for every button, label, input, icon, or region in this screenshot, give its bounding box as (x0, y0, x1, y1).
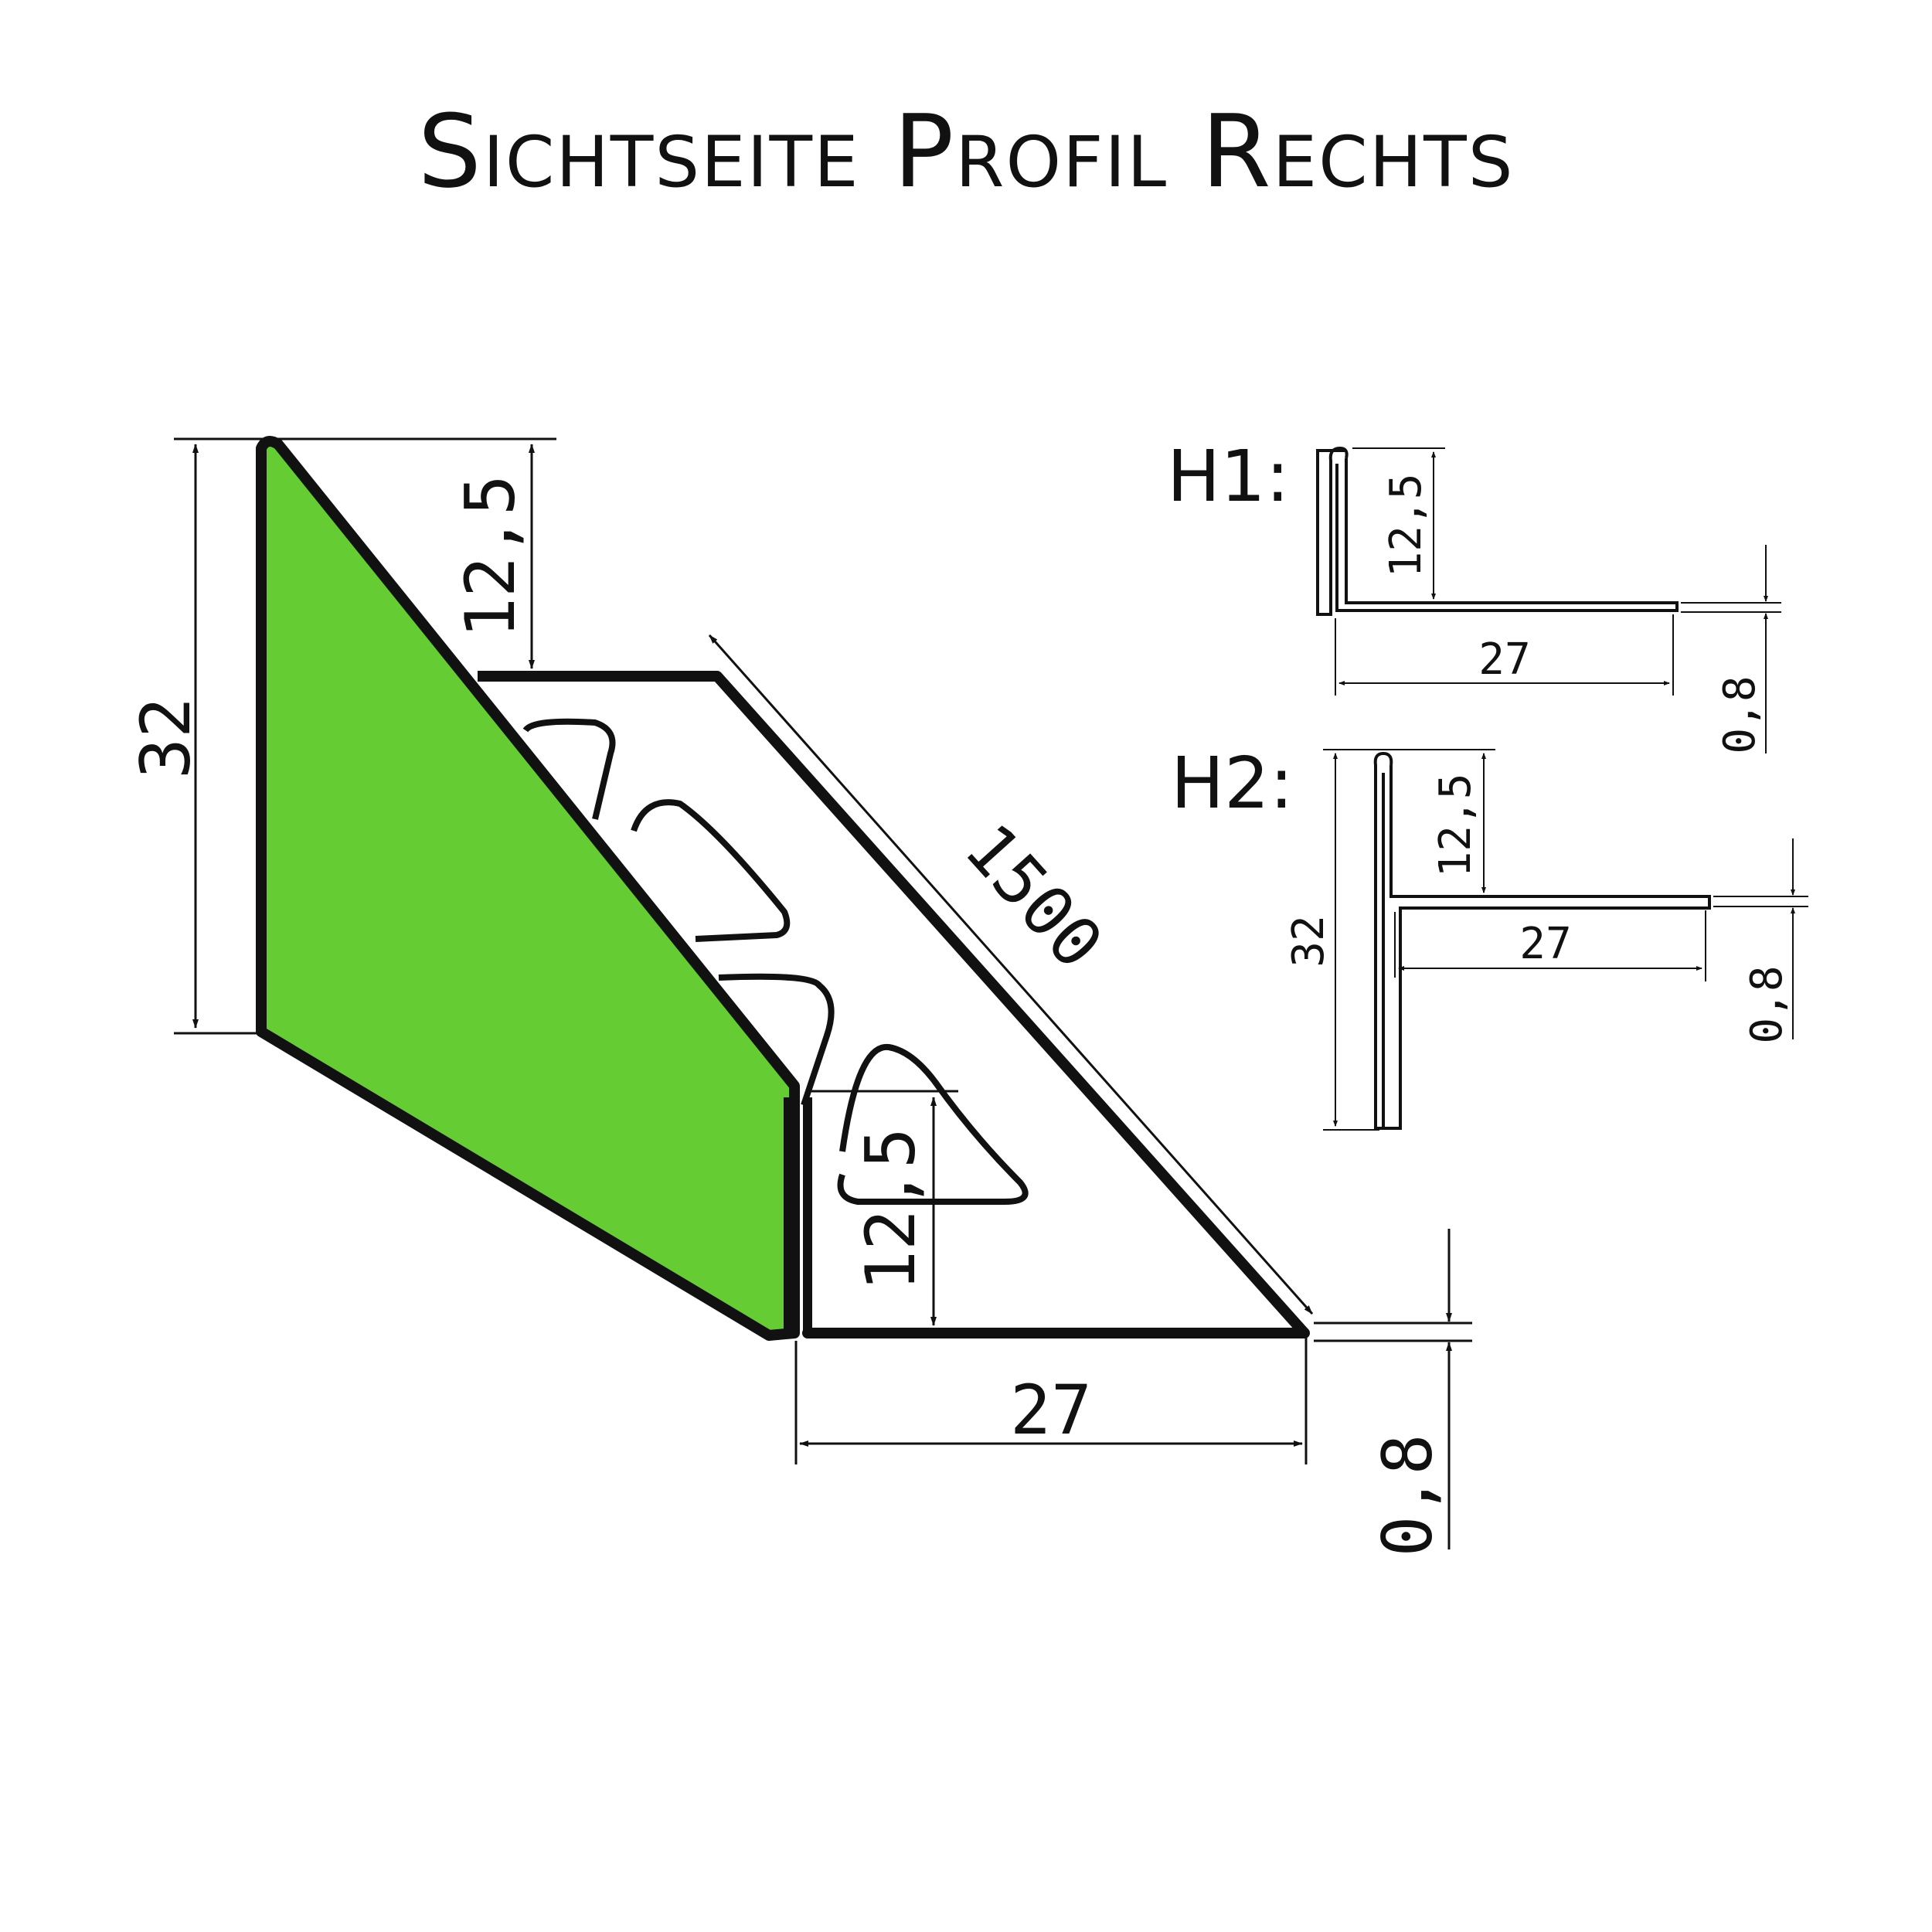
dim-visible-top: 12,5 (278, 437, 556, 669)
h2-profile (1373, 751, 1711, 1130)
h2-label: H2: (1171, 742, 1294, 825)
dim-thickness-08: 0,8 (1314, 1229, 1472, 1556)
h1-label: H1: (1167, 435, 1290, 518)
page-title: Sichtseite Profil Rechts (417, 93, 1515, 210)
h2-width-label: 27 (1519, 919, 1571, 969)
h1-height-label: 12,5 (1381, 474, 1431, 578)
dim-height-32: 32 (126, 437, 286, 1035)
dim-label-27: 27 (1010, 1370, 1092, 1450)
section-h1: H1: 12,5 27 0,8 (1167, 435, 1781, 754)
h2-thickness-label: 0,8 (1742, 965, 1792, 1043)
main-profile: 32 12,5 12,5 27 1500 (126, 436, 1472, 1556)
h2-total-height-label: 32 (1284, 915, 1334, 967)
dim-label-32: 32 (126, 697, 206, 779)
dim-label-bottom-12-5: 12,5 (851, 1128, 930, 1291)
h1-profile (1316, 446, 1679, 616)
h1-width-label: 27 (1478, 634, 1530, 685)
dim-label-08: 0,8 (1368, 1434, 1447, 1557)
h1-thickness-label: 0,8 (1715, 675, 1765, 753)
section-h2: H2: 32 12,5 27 0,8 (1171, 742, 1808, 1131)
dim-label-top-12-5: 12,5 (451, 474, 530, 638)
visible-face (256, 436, 800, 1341)
dim-width-27: 27 (794, 1337, 1308, 1464)
dim-visible-bottom: 12,5 (811, 1090, 958, 1326)
h2-height-label: 12,5 (1430, 774, 1481, 878)
